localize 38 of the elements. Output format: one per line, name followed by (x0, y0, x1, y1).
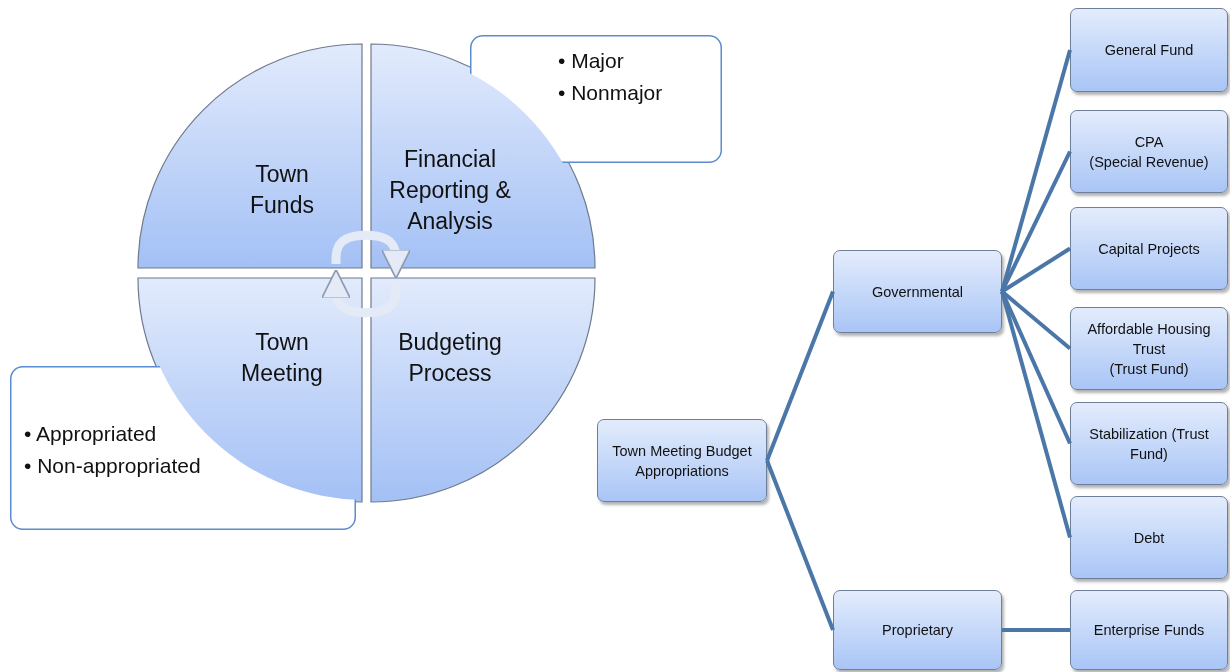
process-box (833, 250, 1002, 333)
process-box (833, 590, 1002, 670)
connector-line (765, 459, 835, 631)
bullet-item: • Nonmajor (558, 80, 663, 106)
process-box (1070, 8, 1228, 92)
quadrant-label: Financial Reporting & Analysis (388, 144, 512, 236)
quadrant-label: Town Funds (249, 160, 315, 220)
bullet-item: • Appropriated (24, 421, 157, 447)
process-box (1070, 307, 1228, 390)
connector-line (1000, 49, 1072, 293)
box-label: General Fund (1104, 41, 1194, 60)
box-label: Capital Projects (1098, 239, 1200, 259)
connector-line (1002, 628, 1070, 632)
process-box (1070, 207, 1228, 290)
process-box (597, 419, 767, 502)
connector-line (765, 290, 835, 462)
connector-line (1000, 290, 1072, 539)
box-label: Proprietary (882, 621, 953, 640)
box-label: CPA (1134, 132, 1164, 152)
curved-arrow (320, 268, 401, 318)
bullet-item: • Non-appropriated (24, 453, 201, 479)
quadrant-label: Town Meeting (240, 328, 324, 388)
box-label: Town Meeting Budget Appropriations (611, 441, 753, 481)
box-label: Debt (1133, 528, 1165, 548)
connector-line (1000, 150, 1072, 293)
box-label: (Trust Fund) (1109, 359, 1189, 379)
box-label: Stabilization (Trust Fund) (1088, 424, 1210, 464)
process-box (1070, 496, 1228, 579)
quadrant-label: Budgeting Process (397, 328, 503, 388)
box-label: Governmental (871, 282, 964, 302)
bullet-item: • Major (558, 48, 624, 74)
box-label: Affordable Housing Trust (1086, 319, 1212, 359)
box-label: (Special Revenue) (1089, 152, 1209, 172)
process-box (1070, 110, 1228, 193)
box-label: Enterprise Funds (1093, 621, 1205, 640)
curved-arrow (331, 230, 412, 280)
process-box (1070, 590, 1228, 670)
process-box (1070, 402, 1228, 485)
